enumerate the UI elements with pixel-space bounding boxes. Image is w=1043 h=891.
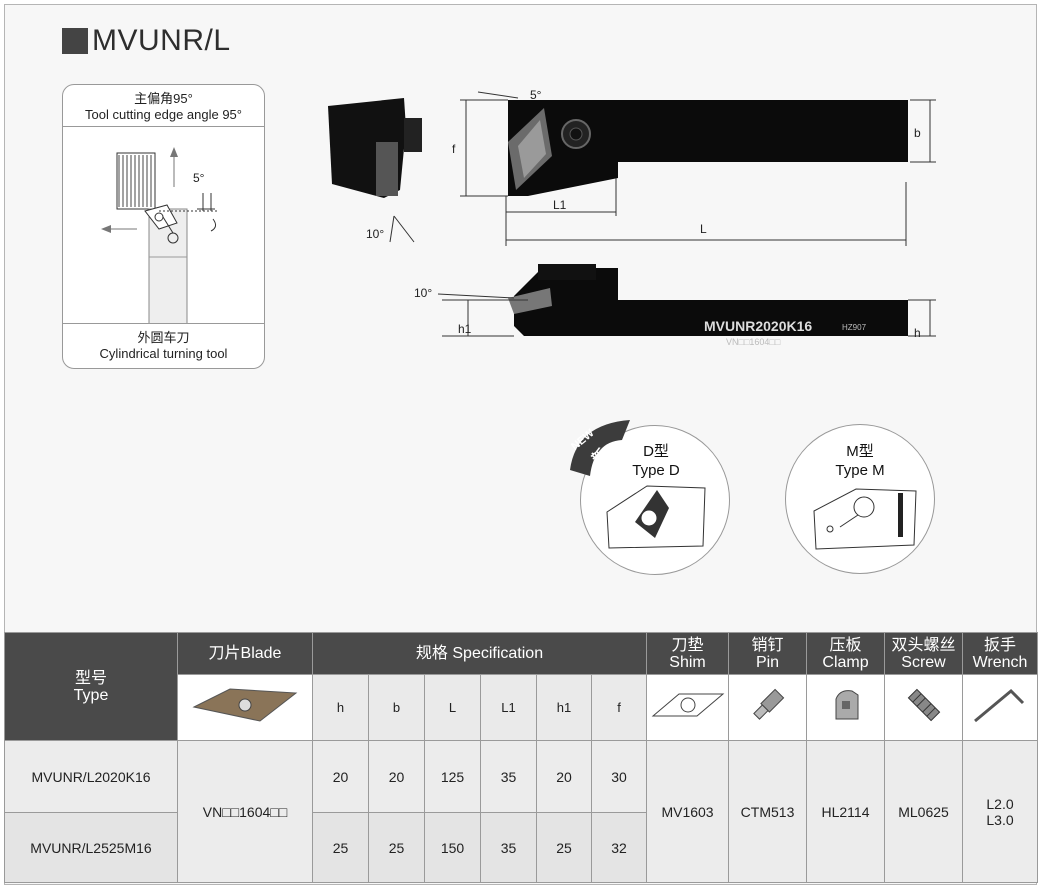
wrench-en: Wrench — [972, 653, 1028, 671]
wrench-image — [962, 674, 1039, 741]
row2-L: 150 — [424, 812, 481, 883]
dim-L1-label: L1 — [553, 198, 567, 212]
title-square-icon — [62, 28, 88, 54]
type-d-label: D型 Type D — [620, 442, 692, 480]
row2-b: 25 — [368, 812, 425, 883]
blade-image — [177, 674, 313, 741]
turning-diagram — [101, 147, 219, 326]
shim-en: Shim — [669, 653, 706, 671]
pin-en: Pin — [755, 653, 780, 671]
type-header-cn: 型号 — [74, 669, 107, 687]
row1-h1: 20 — [536, 740, 592, 813]
spec-col-h1: h1 — [536, 674, 592, 741]
row2-h1: 25 — [536, 812, 592, 883]
spec-col-b: b — [368, 674, 425, 741]
row2-h: 25 — [312, 812, 369, 883]
insert-icon — [192, 688, 298, 722]
screw-icon — [907, 688, 940, 722]
type-m-en: Type M — [835, 462, 885, 479]
wrench-cn: 扳手 — [984, 636, 1017, 654]
engraving-insert: VN□□1604□□ — [726, 337, 781, 347]
info-footer-en: Cylindrical turning tool — [99, 346, 228, 361]
row1-L1: 35 — [480, 740, 537, 813]
dim-f-label: f — [452, 142, 456, 156]
type-d-clamp-icon — [606, 485, 706, 549]
tool-holder-drawing — [328, 91, 936, 337]
new-badge-icon — [570, 420, 630, 476]
cutting-angle-box: 主偏角95° Tool cutting edge angle 95° — [62, 84, 265, 369]
row2-L1: 35 — [480, 812, 537, 883]
type-m-clamp-icon — [813, 488, 917, 550]
blade-header: 刀片Blade — [177, 632, 313, 675]
spec-col-f: f — [590, 674, 648, 741]
info-header-en: Tool cutting edge angle 95° — [85, 107, 242, 122]
screw-image — [884, 674, 964, 741]
clamp-cn: 压板 — [829, 636, 862, 654]
wrench-value-1: L2.0 — [986, 795, 1014, 812]
dim-L-label: L — [700, 222, 707, 236]
type-m-label: M型 Type M — [820, 442, 900, 480]
dim-b-label: b — [914, 126, 921, 140]
pin-cn: 销钉 — [751, 636, 784, 654]
info-angle-label: 5° — [193, 171, 205, 185]
screw-en: Screw — [901, 653, 946, 671]
dim-h1-label: h1 — [458, 322, 472, 336]
clamp-value: HL2114 — [806, 740, 886, 883]
shim-cn: 刀垫 — [671, 636, 704, 654]
engraving-code: HZ907 — [842, 323, 867, 332]
angle-front-label: 10° — [366, 227, 385, 241]
type-d-circle — [580, 425, 730, 575]
clamp-en: Clamp — [822, 653, 869, 671]
pin-image — [728, 674, 808, 741]
clamp-image — [806, 674, 886, 741]
clamp-icon — [835, 690, 859, 720]
angle-side-label: 10° — [414, 286, 433, 300]
wrench-icon — [974, 688, 1025, 723]
shim-value: MV1603 — [646, 740, 730, 883]
page-title: MVUNR/L — [62, 24, 231, 58]
type-header: 型号 Type — [4, 632, 178, 741]
row1-f: 30 — [590, 740, 648, 813]
type-m-cn: M型 — [846, 443, 874, 460]
info-box-diagram: 5° — [63, 126, 264, 326]
spec-col-L1: L1 — [480, 674, 537, 741]
info-box-footer: 外圆车刀 Cylindrical turning tool — [63, 330, 264, 362]
row1-b: 20 — [368, 740, 425, 813]
type-d-en: Type D — [632, 462, 680, 479]
wrench-value-2: L3.0 — [986, 811, 1014, 828]
info-box-header: 主偏角95° Tool cutting edge angle 95° — [63, 91, 264, 123]
engraving-model: MVUNR2020K16 — [704, 318, 813, 334]
table-row-model: MVUNR/L2525M16 — [4, 812, 178, 883]
row1-h: 20 — [312, 740, 369, 813]
blade-value: VN□□1604□□ — [177, 740, 313, 883]
pin-icon — [752, 688, 784, 720]
table-row-model: MVUNR/L2020K16 — [4, 740, 178, 813]
info-footer-cn: 外圆车刀 — [137, 330, 190, 345]
title-text: MVUNR/L — [92, 24, 231, 57]
spec-col-L: L — [424, 674, 481, 741]
wrench-value: L2.0 L3.0 — [962, 740, 1039, 883]
row2-f: 32 — [590, 812, 648, 883]
dim-h-label: h — [914, 326, 921, 340]
screw-value: ML0625 — [884, 740, 964, 883]
pin-value: CTM513 — [728, 740, 808, 883]
screw-cn: 双头螺丝 — [891, 636, 956, 654]
shim-icon — [651, 693, 724, 717]
info-header-cn: 主偏角95° — [134, 91, 193, 106]
type-d-cn: D型 — [643, 443, 669, 460]
type-m-circle — [785, 424, 935, 574]
shim-image — [646, 674, 730, 741]
angle-top-label: 5° — [530, 88, 542, 102]
row1-L: 125 — [424, 740, 481, 813]
spec-header: 规格 Specification — [311, 632, 648, 675]
spec-col-h: h — [312, 674, 369, 741]
type-header-en: Type — [73, 686, 109, 704]
